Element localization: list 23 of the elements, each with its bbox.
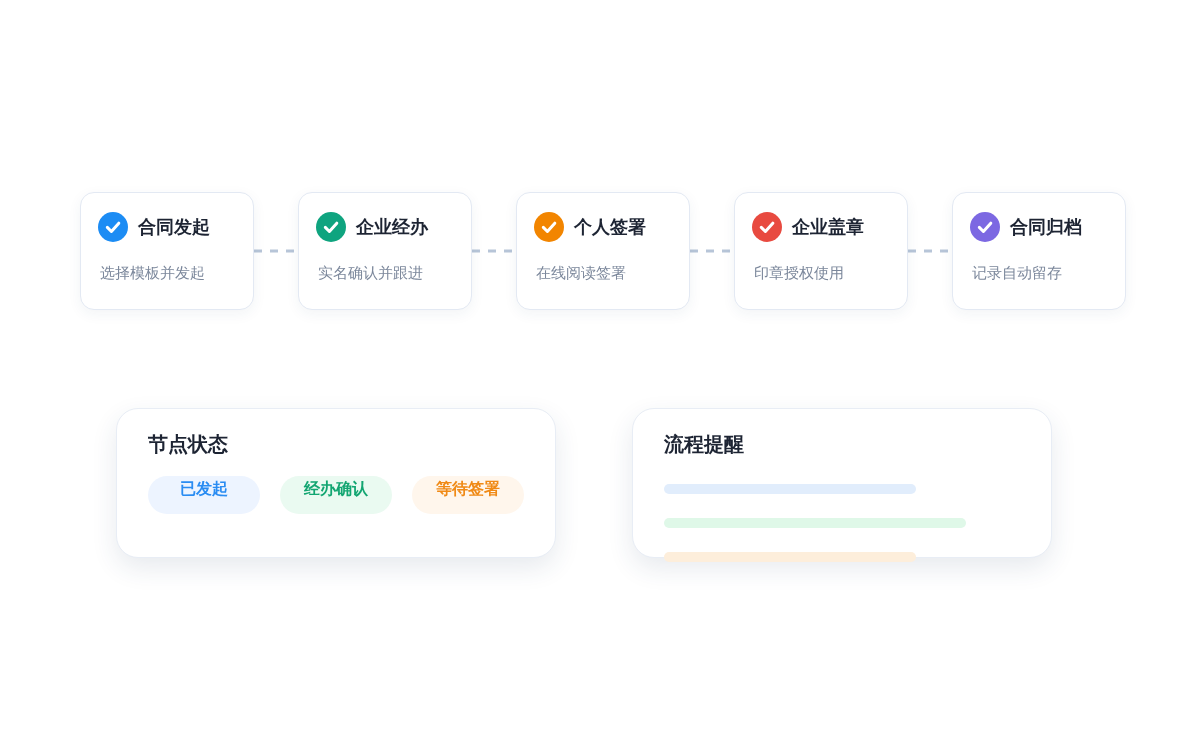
step-title: 个人签署 (574, 215, 646, 239)
step-card (80, 192, 254, 310)
step-title: 企业盖章 (792, 215, 864, 239)
placeholder-bar (664, 484, 916, 494)
step-card (734, 192, 908, 310)
step-description: 实名确认并跟进 (318, 263, 423, 283)
step-card (298, 192, 472, 310)
step-title: 合同归档 (1010, 215, 1082, 239)
step-title: 合同发起 (138, 215, 210, 239)
card-heading: 流程提醒 (664, 431, 744, 457)
step-description: 记录自动留存 (972, 263, 1062, 283)
step-description: 选择模板并发起 (100, 263, 205, 283)
step-description: 印章授权使用 (754, 263, 844, 283)
status-tag: 已发起 (148, 476, 260, 514)
step-card (516, 192, 690, 310)
step-card (952, 192, 1126, 310)
card-heading: 节点状态 (148, 431, 228, 457)
placeholder-bar (664, 518, 966, 528)
status-tag: 经办确认 (280, 476, 392, 514)
placeholder-bar (664, 552, 916, 562)
step-title: 企业经办 (356, 215, 428, 239)
status-tag: 等待签署 (412, 476, 524, 514)
step-description: 在线阅读签署 (536, 263, 626, 283)
